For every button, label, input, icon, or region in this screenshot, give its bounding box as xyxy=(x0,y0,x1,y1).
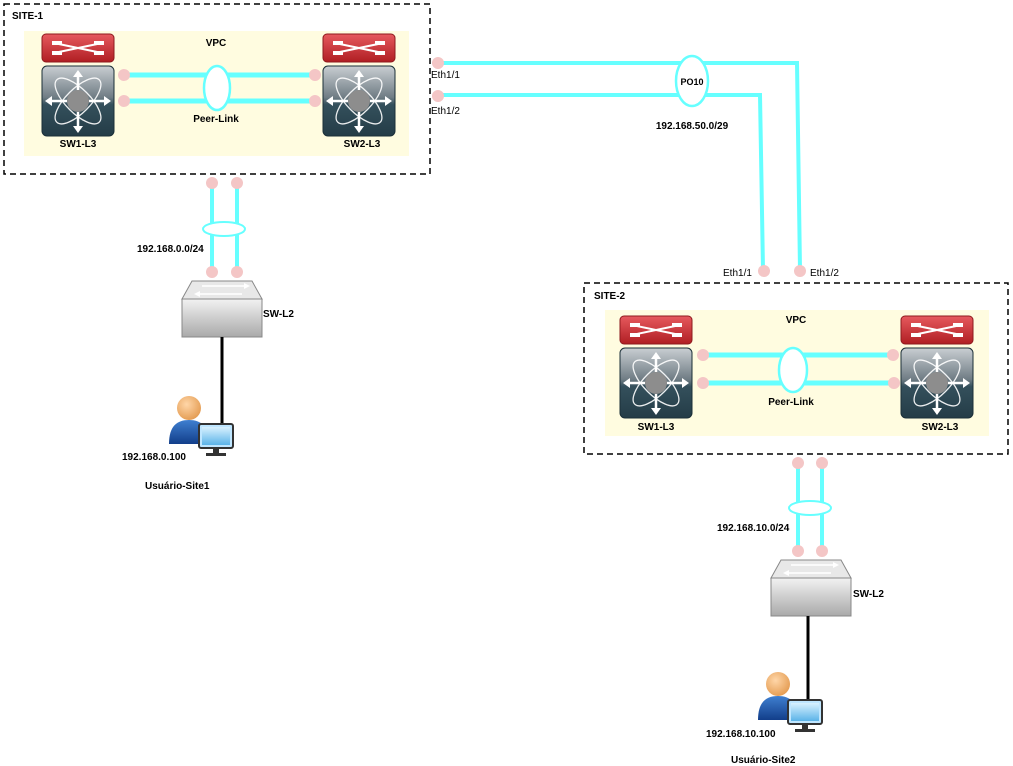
site-1-access-subnet: 192.168.0.0/24 xyxy=(137,244,204,255)
site-2-eth1-2-label: Eth1/2 xyxy=(810,268,839,279)
port[interactable] xyxy=(206,177,218,189)
site-1-sw-l2-label: SW-L2 xyxy=(263,309,294,320)
port[interactable] xyxy=(816,545,828,557)
port[interactable] xyxy=(206,266,218,278)
site-1-eth1-2-label: Eth1/2 xyxy=(431,106,460,117)
site-2-sw-l2-label: SW-L2 xyxy=(853,589,884,600)
site-2-eth1-1-label: Eth1/1 xyxy=(723,268,752,279)
port[interactable] xyxy=(231,266,243,278)
port[interactable] xyxy=(231,177,243,189)
port[interactable] xyxy=(888,377,900,389)
po10-label: PO10 xyxy=(680,77,703,87)
port[interactable] xyxy=(758,265,770,277)
site-1-label: SITE-1 xyxy=(12,11,44,22)
wan-port-channel[interactable] xyxy=(432,54,806,277)
port[interactable] xyxy=(432,90,444,102)
po10-bundle xyxy=(674,54,710,108)
site-2-sw1-label: SW1-L3 xyxy=(638,422,675,433)
site-1-host-ip: 192.168.0.100 xyxy=(122,452,186,463)
port[interactable] xyxy=(697,377,709,389)
site-2-vpc-label: VPC xyxy=(786,315,807,326)
port[interactable] xyxy=(118,95,130,107)
site-1-peer-link[interactable] xyxy=(118,64,321,112)
site-1-eth1-1-label: Eth1/1 xyxy=(431,70,460,81)
site-2-user-label: Usuário-Site2 xyxy=(731,755,796,766)
port[interactable] xyxy=(792,457,804,469)
port[interactable] xyxy=(697,349,709,361)
site-1-user-label: Usuário-Site1 xyxy=(145,481,210,492)
site-1-sw2-label: SW2-L3 xyxy=(344,139,381,150)
site-1-boundary xyxy=(3,3,431,175)
site-2-host-ip: 192.168.10.100 xyxy=(706,729,776,740)
site-2-peer-link-label: Peer-Link xyxy=(768,397,814,408)
site-2-access-subnet: 192.168.10.0/24 xyxy=(717,523,790,534)
site-2-boundary xyxy=(583,282,1009,455)
site-2-access-uplink[interactable] xyxy=(788,457,832,557)
port[interactable] xyxy=(309,69,321,81)
site-1-sw-l2-icon[interactable] xyxy=(181,280,263,338)
site-1-vpc-label: VPC xyxy=(206,38,227,49)
site-2-sw-l2-icon[interactable] xyxy=(770,559,852,617)
site-1-uplink-bundle xyxy=(202,221,246,237)
site-2-user-pc-icon[interactable] xyxy=(757,671,823,733)
site-2-uplink-bundle xyxy=(788,500,832,516)
site-2-peer-link[interactable] xyxy=(697,346,900,394)
port[interactable] xyxy=(309,95,321,107)
port[interactable] xyxy=(816,457,828,469)
site-1-peer-link-bundle xyxy=(202,64,232,112)
site-2-sw1-l3-icon[interactable] xyxy=(618,314,694,420)
port[interactable] xyxy=(887,349,899,361)
site-1: SITE-1 VPC Peer-Link SW1-L3 SW2-L3 xyxy=(3,3,431,492)
port[interactable] xyxy=(432,57,444,69)
site-1-peer-link-label: Peer-Link xyxy=(193,114,239,125)
site-2-sw2-label: SW2-L3 xyxy=(922,422,959,433)
wan-subnet: 192.168.50.0/29 xyxy=(656,121,729,132)
site-2-peer-link-bundle xyxy=(777,346,809,394)
site-2-label: SITE-2 xyxy=(594,291,626,302)
site-2: SITE-2 VPC Peer-Link SW1-L3 SW2-L3 192.1… xyxy=(583,282,1009,766)
site-1-sw1-l3-icon[interactable] xyxy=(40,32,116,138)
site-1-sw2-l3-icon[interactable] xyxy=(321,32,397,138)
site-2-sw2-l3-icon[interactable] xyxy=(899,314,975,420)
port[interactable] xyxy=(792,545,804,557)
site-1-sw1-label: SW1-L3 xyxy=(60,139,97,150)
site-1-access-uplink[interactable] xyxy=(202,177,246,278)
port[interactable] xyxy=(794,265,806,277)
port[interactable] xyxy=(118,69,130,81)
